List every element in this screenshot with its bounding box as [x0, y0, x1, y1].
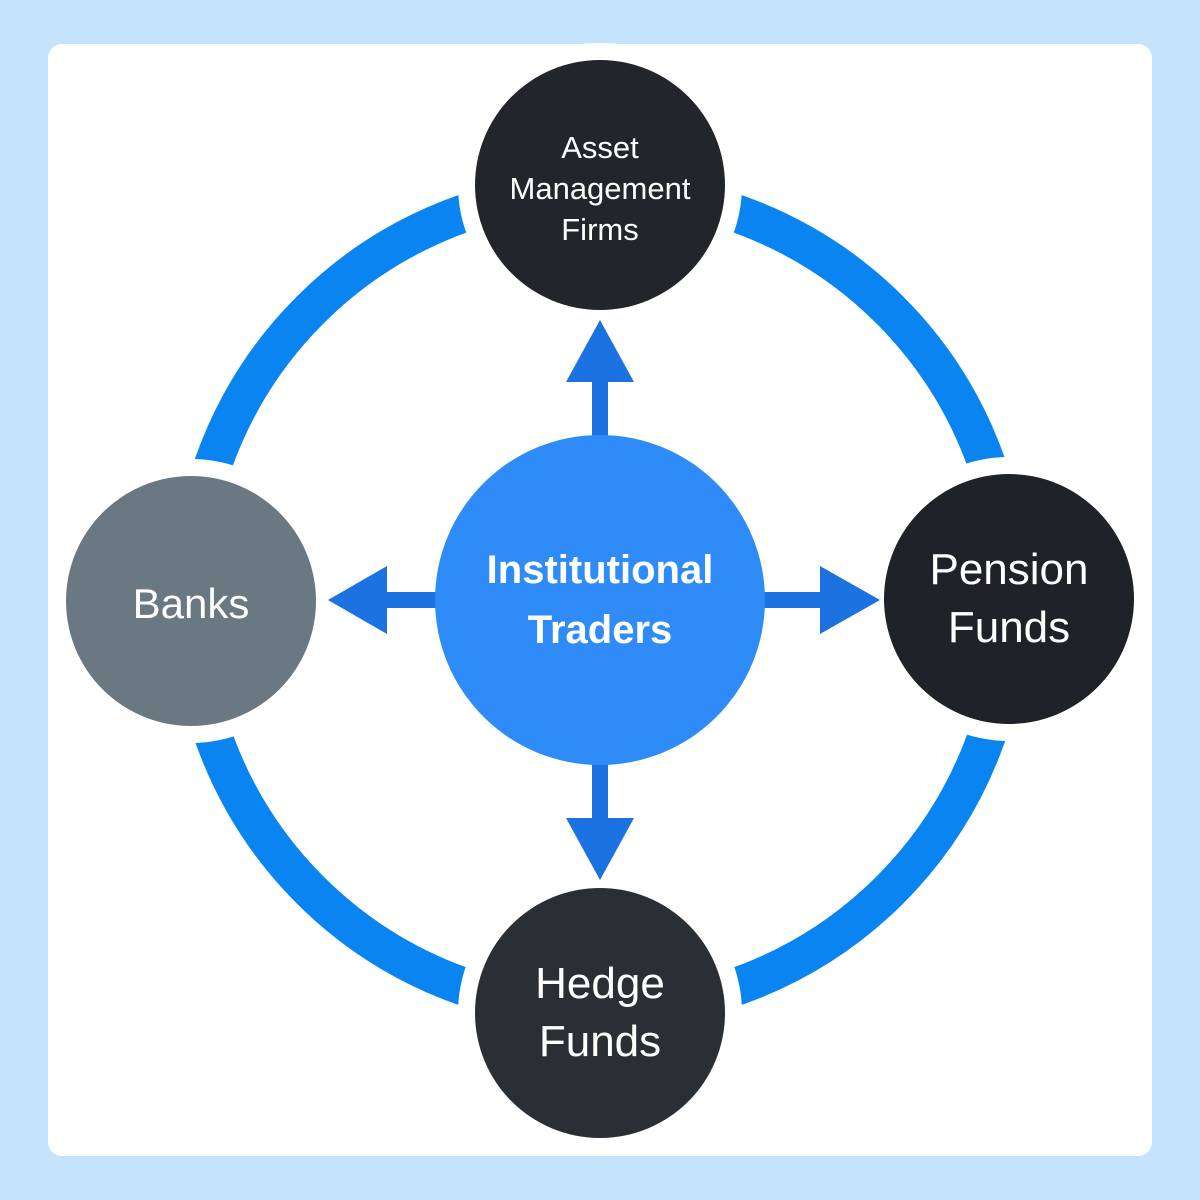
node-label-line: Banks: [132, 580, 250, 627]
center-label-line: Traders: [527, 608, 673, 652]
center-label-line: Institutional: [486, 548, 714, 592]
node-label-line: Asset: [561, 129, 639, 165]
arrow-right: [763, 566, 880, 634]
node-label-line: Pension: [929, 545, 1089, 594]
node-pension-funds-label: Pension Funds: [884, 474, 1134, 724]
node-institutional-traders-label: Institutional Traders: [435, 435, 765, 765]
arrow-down: [566, 763, 634, 880]
node-institutional-traders: [435, 435, 765, 765]
node-label-line: Hedge: [535, 959, 665, 1008]
node-hedge-funds-label: Hedge Funds: [475, 888, 725, 1138]
arrow-up: [566, 320, 634, 437]
node-label-line: Funds: [947, 603, 1071, 652]
node-label-line: Firms: [561, 211, 639, 247]
node-label-line: Management: [509, 170, 691, 206]
arrow-left: [328, 566, 437, 634]
node-banks: [66, 476, 316, 726]
node-asset-management-firms-label: Asset Management Firms: [475, 60, 725, 310]
node-pension-funds: [884, 474, 1134, 724]
node-hedge-funds: [475, 888, 725, 1138]
node-banks-label: Banks: [66, 476, 316, 726]
node-label-line: Funds: [538, 1017, 662, 1066]
node-asset-management-firms: [475, 60, 725, 310]
